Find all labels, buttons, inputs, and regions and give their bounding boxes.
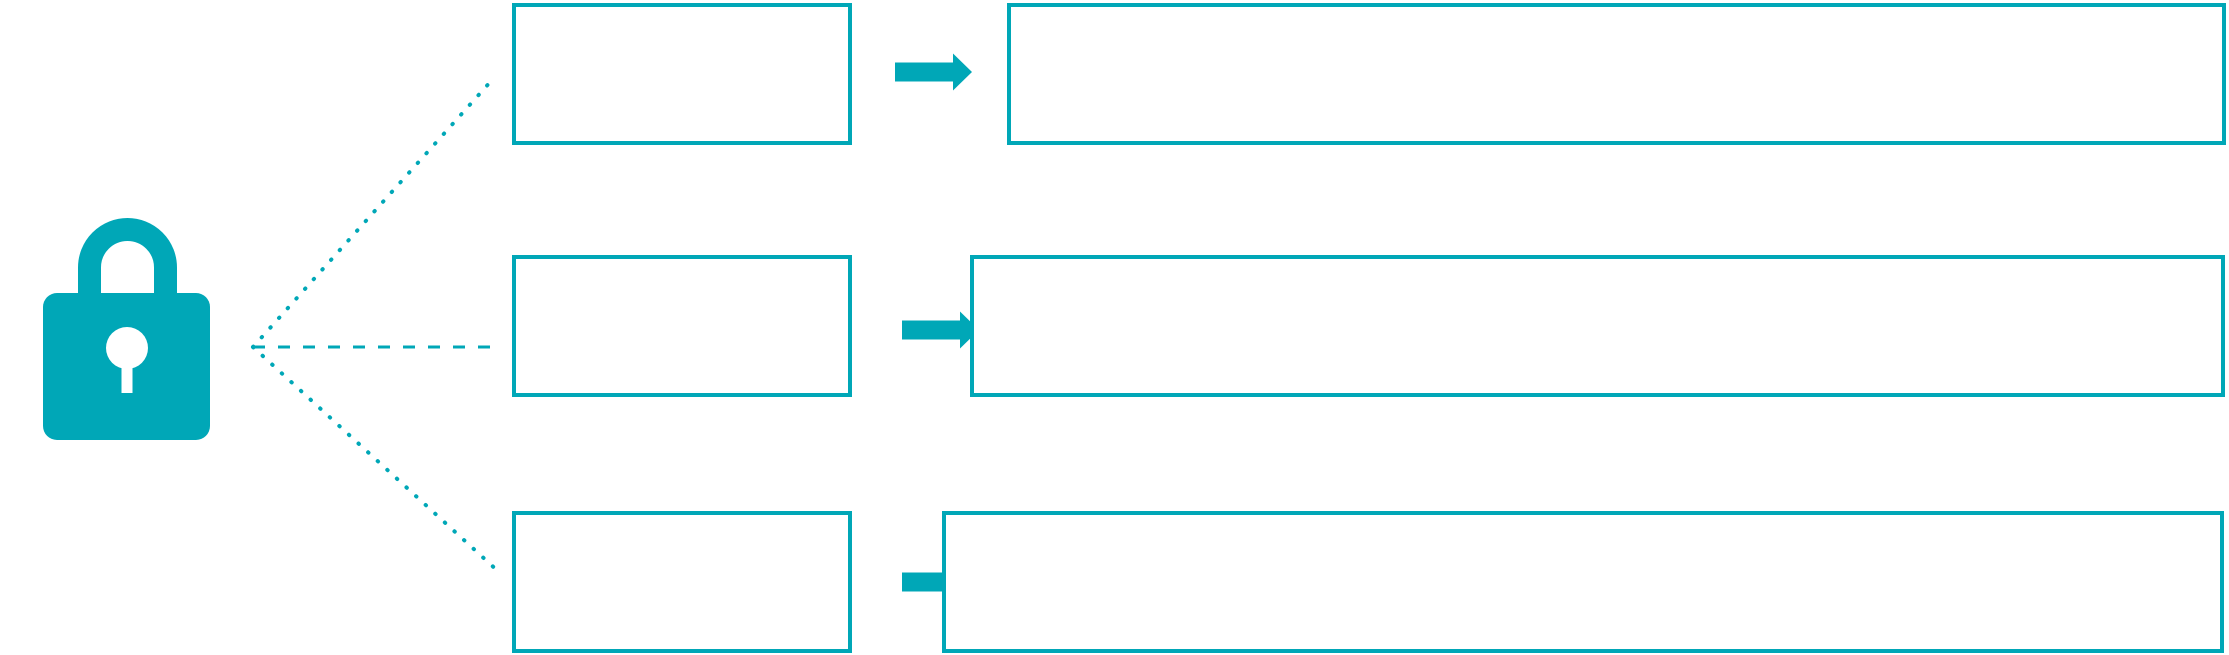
topic-box — [512, 511, 852, 653]
topic-box — [512, 3, 852, 145]
keyhole-stem — [121, 358, 133, 393]
dotted-line-top — [251, 78, 494, 349]
description-box — [970, 255, 2225, 397]
keyhole-circle — [106, 327, 148, 369]
arrow-right-icon — [902, 311, 979, 349]
description-box — [942, 511, 2224, 653]
topic-box — [512, 255, 852, 397]
dotted-line-bottom — [251, 345, 502, 575]
arrow-right-icon — [895, 53, 972, 91]
description-box — [1007, 3, 2226, 145]
lock-shackle — [78, 218, 177, 303]
lock-icon — [43, 218, 210, 440]
